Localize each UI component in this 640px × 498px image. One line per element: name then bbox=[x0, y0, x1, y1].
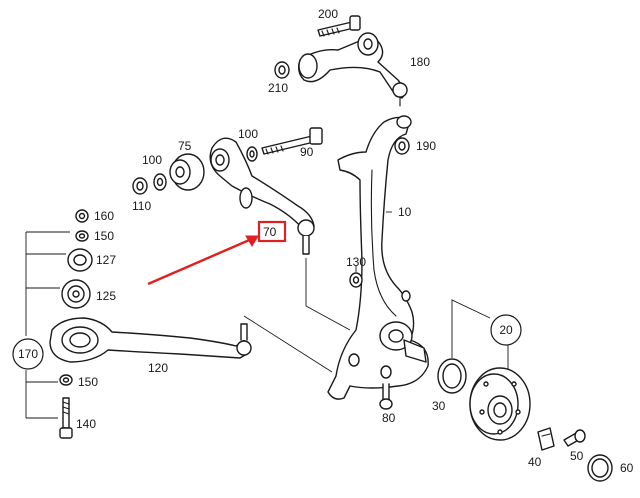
label-10: 10 bbox=[398, 205, 412, 219]
label-30: 30 bbox=[432, 399, 446, 413]
nut-210[interactable] bbox=[274, 61, 290, 79]
label-170: 170 bbox=[18, 347, 38, 361]
bushing-127[interactable] bbox=[67, 248, 93, 272]
label-120: 120 bbox=[148, 361, 168, 375]
bolt-50[interactable] bbox=[563, 429, 586, 447]
bolt-90[interactable] bbox=[261, 127, 323, 155]
clip-40[interactable] bbox=[537, 427, 555, 451]
label-50: 50 bbox=[570, 449, 584, 463]
highlight-arrow bbox=[147, 235, 259, 286]
wheel-hub-20[interactable] bbox=[469, 367, 531, 441]
callout-circle-20 bbox=[490, 314, 522, 346]
callout-circle-170 bbox=[12, 338, 44, 370]
bushing-125[interactable] bbox=[61, 279, 91, 309]
steering-knuckle-10[interactable] bbox=[327, 115, 429, 400]
upper-control-arm-180[interactable] bbox=[297, 32, 408, 107]
label-125: 125 bbox=[96, 289, 116, 303]
label-160: 160 bbox=[94, 209, 114, 223]
label-100-lower: 100 bbox=[142, 153, 162, 167]
highlight-box-70[interactable] bbox=[257, 220, 287, 243]
washer-100-lower[interactable] bbox=[153, 173, 167, 191]
leader-lines bbox=[25, 211, 509, 419]
label-70: 70 bbox=[263, 225, 277, 239]
label-80: 80 bbox=[382, 411, 396, 425]
cap-60[interactable] bbox=[587, 454, 613, 482]
seal-ring-30[interactable] bbox=[437, 358, 467, 394]
label-127: 127 bbox=[96, 253, 116, 267]
label-40: 40 bbox=[528, 455, 542, 469]
tension-strut-120[interactable] bbox=[49, 317, 252, 363]
washer-150-upper[interactable] bbox=[75, 230, 89, 242]
label-20: 20 bbox=[499, 323, 513, 337]
label-100-upper: 100 bbox=[238, 127, 258, 141]
nut-190[interactable] bbox=[394, 137, 410, 155]
label-90: 90 bbox=[300, 145, 314, 159]
label-210: 210 bbox=[268, 81, 288, 95]
nut-110[interactable] bbox=[132, 177, 148, 195]
label-200: 200 bbox=[318, 7, 338, 21]
label-190: 190 bbox=[416, 139, 436, 153]
label-75: 75 bbox=[178, 139, 192, 153]
bolt-140[interactable] bbox=[59, 397, 73, 439]
label-150-upper: 150 bbox=[94, 229, 114, 243]
label-130: 130 bbox=[346, 255, 366, 269]
washer-150-lower[interactable] bbox=[59, 374, 73, 386]
bolt-200[interactable] bbox=[317, 15, 361, 37]
label-60: 60 bbox=[620, 461, 634, 475]
label-180: 180 bbox=[410, 55, 430, 69]
bolt-80[interactable] bbox=[379, 383, 393, 410]
lower-control-arm-75[interactable] bbox=[209, 137, 315, 255]
nut-130[interactable] bbox=[349, 272, 363, 288]
label-110: 110 bbox=[132, 199, 151, 213]
washer-100-upper[interactable] bbox=[246, 146, 258, 162]
washer-160[interactable] bbox=[75, 209, 89, 223]
label-150-lower: 150 bbox=[78, 375, 98, 389]
label-140: 140 bbox=[76, 417, 96, 431]
bushing-75[interactable] bbox=[169, 153, 205, 191]
